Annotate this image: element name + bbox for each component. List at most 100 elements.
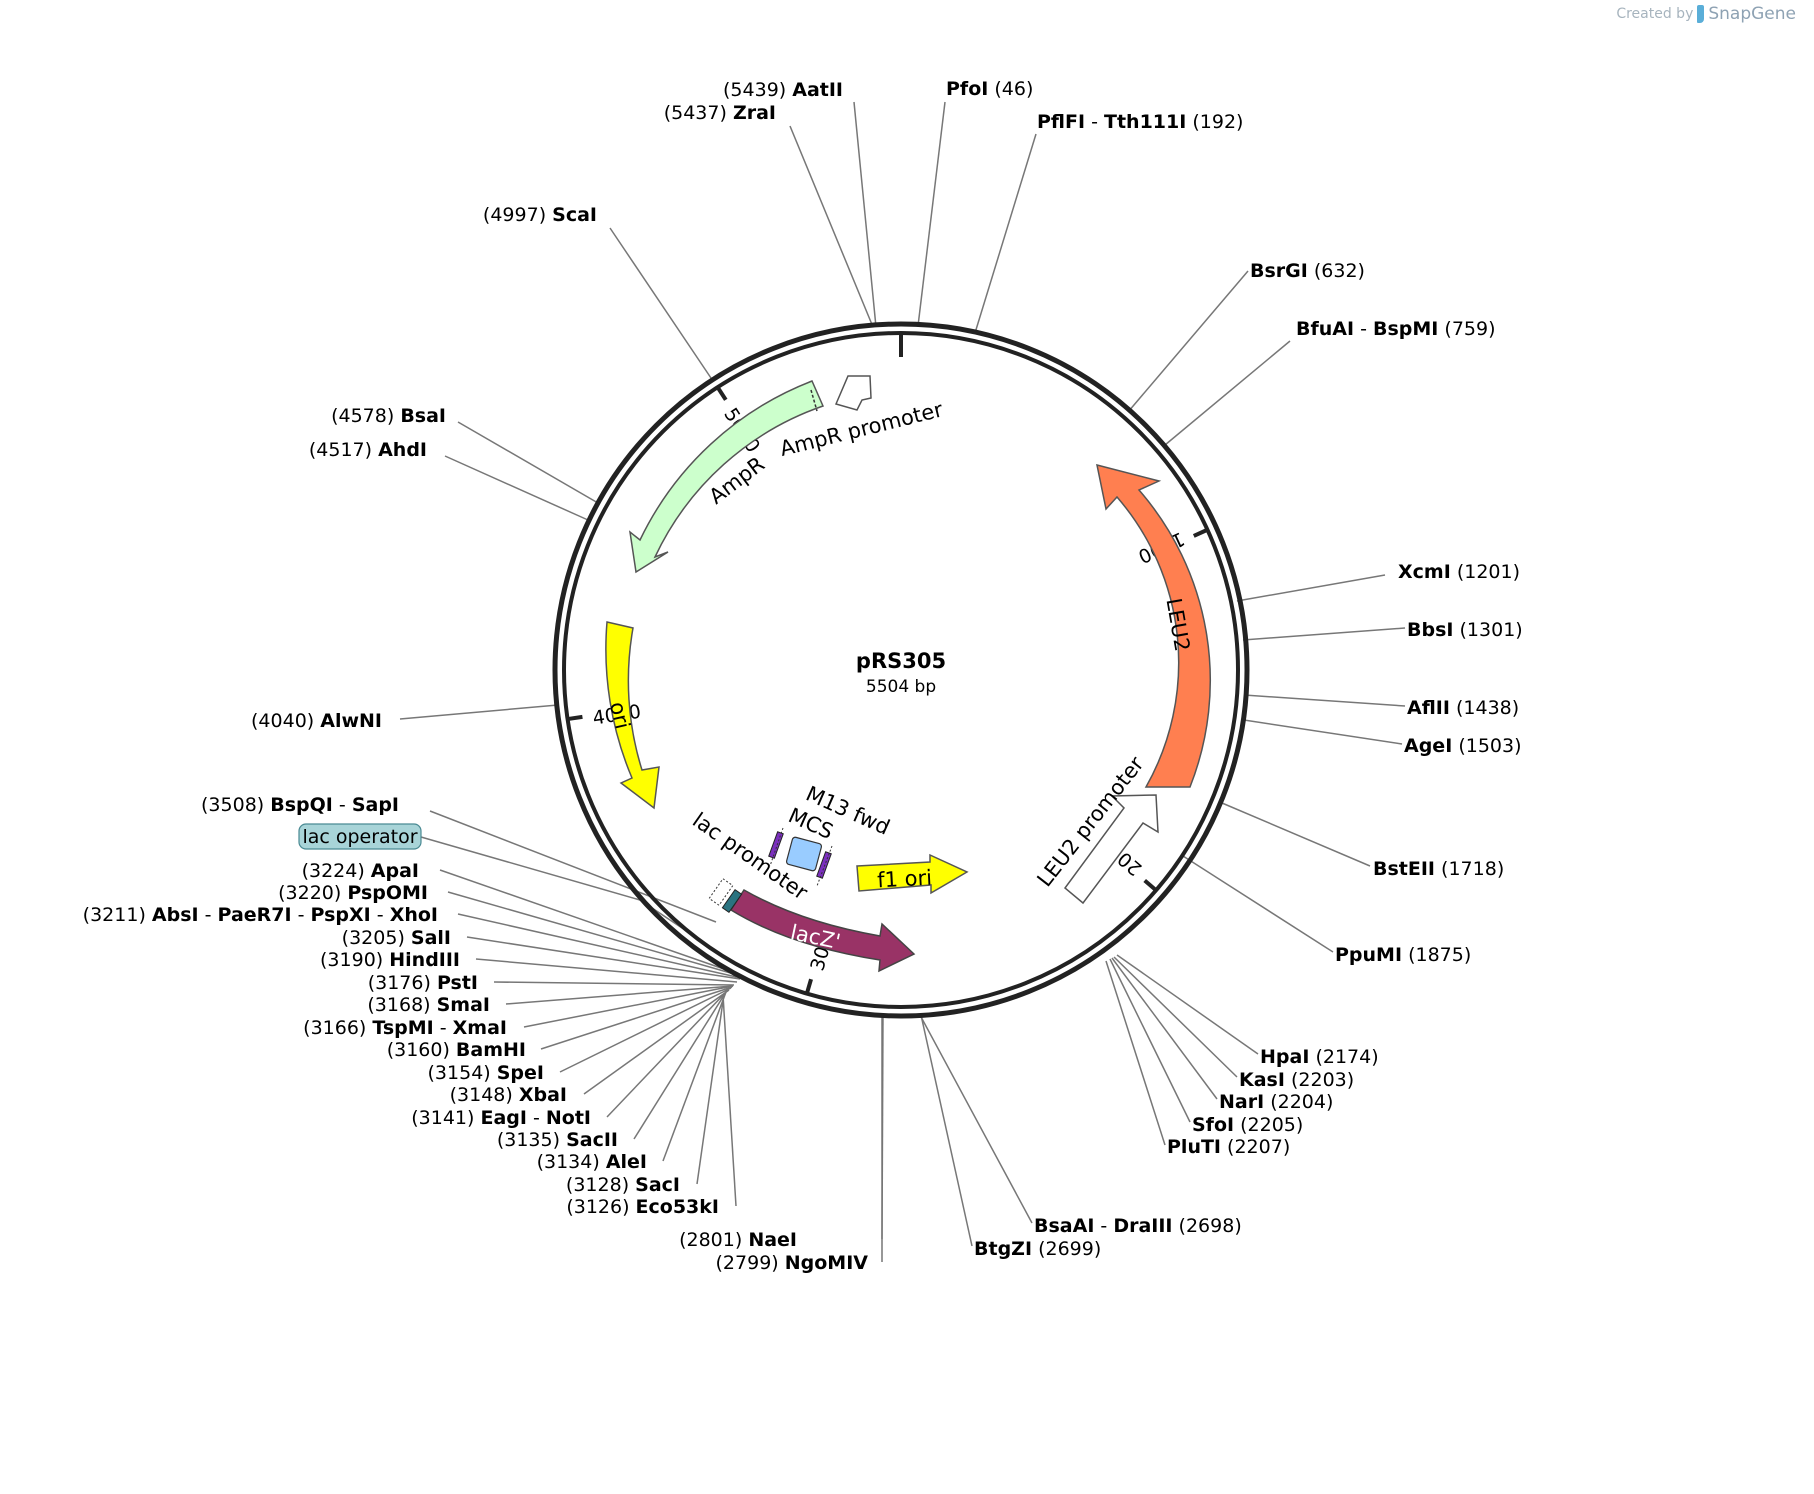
site-position: (3176) [368,972,431,994]
restriction-site-label[interactable]: (3211) AbsI - PaeR7I - PspXI - XhoI [83,904,438,926]
site-position: (3134) [537,1151,600,1173]
feature-lacz-arrow[interactable] [729,888,916,973]
restriction-site-label[interactable]: PflFI - Tth111I (192) [1037,111,1243,133]
site-leader-line [1116,954,1259,1055]
enzyme-separator: - [1354,318,1373,340]
lac-operator-box[interactable] [298,823,422,850]
site-leader-line [633,991,727,1140]
restriction-site-label[interactable]: (5437) ZraI [664,102,776,124]
enzyme-name: BtgZI [974,1238,1032,1260]
site-leader-line [662,991,727,1162]
restriction-site-label[interactable]: BsaAI - DraIII (2698) [1034,1215,1242,1237]
feature-ampr-promoter-arrow[interactable] [834,375,872,411]
restriction-site-label[interactable]: (3141) EagI - NotI [411,1107,591,1129]
enzyme-name: BspQI [270,794,333,816]
site-leader-line [523,985,734,1028]
feature-leu2-promoter-arrow[interactable] [1063,794,1159,905]
restriction-site-label[interactable]: AgeI (1503) [1404,735,1522,757]
ruler-tick [567,714,583,722]
restriction-site-label[interactable]: SfoI (2205) [1192,1114,1303,1136]
restriction-site-label[interactable]: (2801) NaeI [679,1229,797,1251]
site-leader-line [447,891,742,977]
restriction-site-label[interactable]: (3154) SpeI [428,1062,544,1084]
restriction-site-label[interactable]: (3190) HindIII [320,949,460,971]
enzyme-name: PspXI [311,904,371,926]
enzyme-separator: - [527,1107,546,1129]
enzyme-name: XhoI [390,904,438,926]
enzyme-name: Tth111I [1104,111,1186,133]
restriction-site-label[interactable]: (3126) Eco53kI [566,1196,719,1218]
restriction-site-label[interactable]: BfuAI - BspMI (759) [1296,318,1496,340]
restriction-site-label[interactable]: (4517) AhdI [309,439,427,461]
site-leader-line [439,869,742,976]
restriction-site-label[interactable]: (3220) PspOMI [278,882,428,904]
restriction-site-label[interactable]: BbsI (1301) [1407,619,1523,641]
restriction-site-label[interactable]: PfoI (46) [946,78,1033,100]
feature-f1-ori-arrow[interactable] [856,853,969,895]
credit-brand: SnapGene [1708,4,1796,24]
restriction-site-label[interactable]: PpuMI (1875) [1335,944,1471,966]
feature-mcs-block[interactable] [768,827,833,887]
ruler-tick [715,386,728,401]
restriction-site-label[interactable]: (3148) XbaI [450,1084,567,1106]
site-position: (46) [994,78,1033,100]
site-leader-line [475,958,738,983]
restriction-site-label[interactable]: (3176) PstI [368,972,478,994]
site-position: (2205) [1240,1114,1303,1136]
enzyme-name: SacI [635,1174,680,1196]
feature-leu2-arrow[interactable] [1096,463,1212,788]
site-leader-line [609,227,714,382]
site-position: (2698) [1179,1215,1242,1237]
restriction-site-label[interactable]: (3205) SalI [342,927,451,949]
site-position: (1875) [1408,944,1471,966]
restriction-site-label[interactable]: (4997) ScaI [483,204,597,226]
site-position: (1301) [1460,619,1523,641]
restriction-site-label[interactable]: XcmI (1201) [1398,561,1520,583]
site-position: (3211) [83,904,146,926]
restriction-site-label[interactable]: (3135) SacII [497,1129,618,1151]
restriction-site-label[interactable]: (4578) BsaI [331,405,446,427]
restriction-site-label[interactable]: KasI (2203) [1239,1069,1354,1091]
site-leader-lines [399,101,1406,1262]
feature-ori-arrow[interactable] [605,621,660,810]
restriction-site-label[interactable]: (2799) NgoMIV [716,1252,869,1274]
site-position: (3190) [320,949,383,971]
enzyme-name: PstI [437,972,478,994]
restriction-site-label[interactable]: AflII (1438) [1407,697,1519,719]
restriction-site-label[interactable]: (3160) BamHI [387,1039,526,1061]
site-leader-line [399,704,559,720]
feature-lac-promoter-marks[interactable] [708,878,743,914]
restriction-site-label[interactable]: PluTI (2207) [1167,1136,1290,1158]
restriction-site-label[interactable]: (5439) AatII [723,79,843,101]
restriction-site-label[interactable]: BsrGI (632) [1250,260,1365,282]
restriction-site-label[interactable]: (3224) ApaI [302,860,419,882]
enzyme-name: BsaAI [1034,1215,1094,1237]
site-position: (632) [1314,260,1365,282]
restriction-site-label[interactable]: (3134) AleI [537,1151,647,1173]
enzyme-name: NarI [1219,1091,1264,1113]
restriction-site-label[interactable]: (3128) SacI [566,1174,680,1196]
restriction-site-label[interactable]: HpaI (2174) [1260,1046,1379,1068]
site-leader-line [493,981,735,986]
restriction-site-label[interactable]: NarI (2204) [1219,1091,1333,1113]
site-position: (1438) [1456,697,1519,719]
restriction-site-label[interactable]: (3508) BspQI - SapI [201,794,399,816]
site-position: (3508) [201,794,264,816]
enzyme-name: BspMI [1373,318,1438,340]
restriction-site-label[interactable]: BstEII (1718) [1373,858,1504,880]
restriction-site-label[interactable]: BtgZI (2699) [974,1238,1101,1260]
site-position: (5437) [664,102,727,124]
site-position: (1718) [1441,858,1504,880]
site-position: (2801) [679,1229,742,1251]
site-position: (3135) [497,1129,560,1151]
restriction-site-label[interactable]: (3168) SmaI [367,994,490,1016]
enzyme-separator: - [199,904,218,926]
restriction-site-label[interactable]: (3166) TspMI - XmaI [303,1017,507,1039]
feature-arrows [605,375,1212,973]
plasmid-center-label: pRS305 5504 bp [856,649,946,697]
restriction-site-label[interactable]: (4040) AlwNI [251,710,382,732]
feature-ampr-arrow[interactable] [628,380,825,574]
enzyme-separator: - [1094,1215,1113,1237]
enzyme-separator: - [434,1017,453,1039]
site-position: (3126) [566,1196,629,1218]
